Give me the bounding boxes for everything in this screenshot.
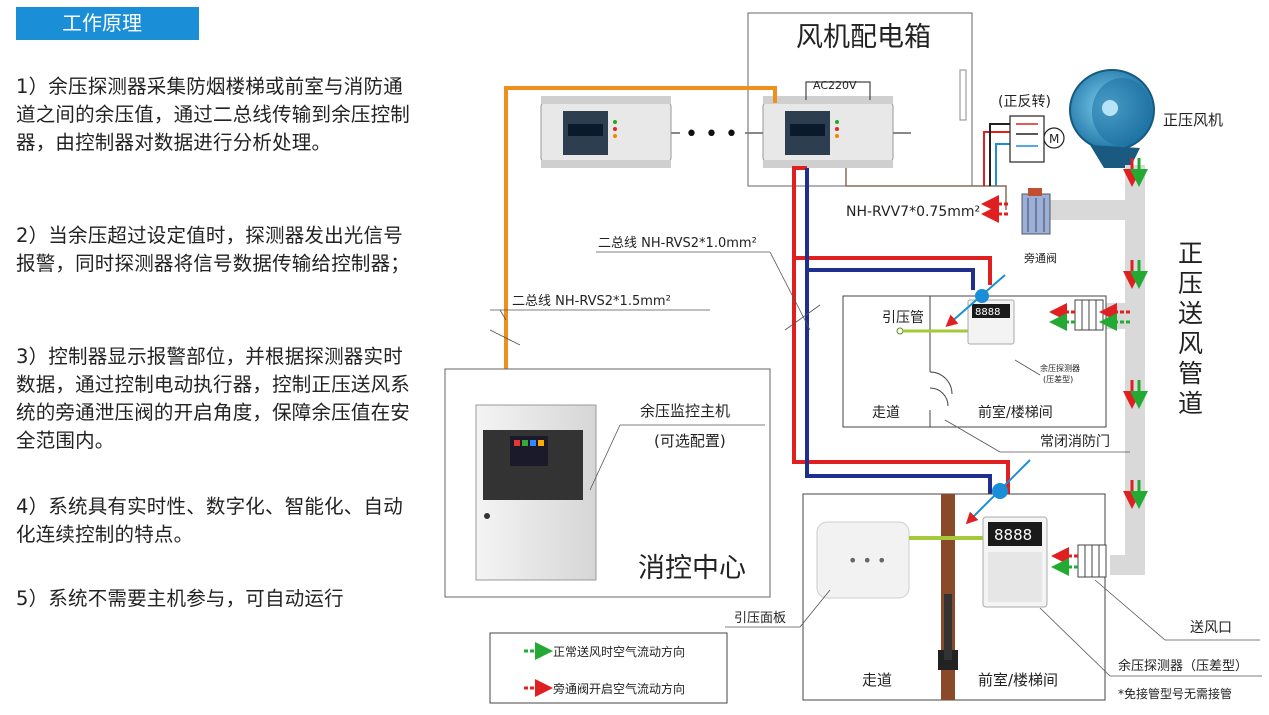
controller-right: [762, 96, 894, 168]
fan-box-title: 风机配电箱: [796, 22, 931, 53]
paragraph-1: 1）余压探测器采集防烟楼梯或前室与消防通道之间的余压值，通过二总线传输到余压控制…: [16, 75, 411, 154]
paragraph-2: 2）当余压超过设定值时，探测器发出光信号报警，同时探测器将信号数据传输给控制器；: [16, 224, 411, 275]
monitor-host-label: 余压监控主机: [640, 402, 730, 420]
monitor-optional-label: (可选配置): [654, 432, 726, 450]
paragraph-3: 3）控制器显示报警部位，并根据探测器实时数据，通过控制电动执行器，控制正压送风系…: [16, 345, 411, 452]
monitor-host-cabinet: [475, 404, 597, 581]
svg-text:管: 管: [1178, 359, 1203, 388]
svg-text:压: 压: [1178, 269, 1203, 298]
legend-item-normal: 正常送风时空气流动方向: [553, 644, 685, 659]
pressure-detector-upper: 8888: [967, 299, 1015, 345]
bypass-valve-label: 旁通阀: [1024, 251, 1057, 265]
svg-text:风: 风: [1178, 329, 1203, 358]
pressure-panel-label: 引压面板: [734, 611, 786, 626]
no-pipe-note: *免接管型号无需接管: [1118, 686, 1232, 701]
rvv-cable-label: NH-RVV7*0.75mm²: [846, 204, 980, 220]
positive-pressure-fan-icon: [1069, 69, 1155, 168]
motor-icon: [1043, 127, 1065, 149]
detector-small-type: (压差型): [1043, 374, 1073, 384]
svg-text:送: 送: [1178, 299, 1203, 328]
corridor-lower: 走道: [862, 671, 892, 689]
corridor-upper: 走道: [872, 405, 900, 421]
paragraph-4: 4）系统具有实时性、数字化、智能化、自动化连续控制的特点。: [16, 495, 403, 546]
bus-label-2: 二总线 NH-RVS2*1.5mm²: [512, 294, 671, 309]
detector-bottom-label: 余压探测器（压差型）: [1118, 658, 1248, 674]
svg-text:道: 道: [1178, 389, 1203, 418]
legend-box: [489, 632, 728, 704]
air-duct: [1110, 165, 1145, 575]
front-room-lower: 前室/楼梯间: [978, 671, 1058, 689]
reverse-switch-box: [1009, 115, 1045, 163]
reverse-label: (正反转): [998, 94, 1051, 110]
duct-flow-arrows: [981, 158, 1148, 509]
bus-label-1: 二总线 NH-RVS2*1.0mm²: [598, 236, 757, 251]
legend-item-bypass: 旁通阀开启空气流动方向: [553, 681, 685, 696]
paragraph-5: 5）系统不需要主机参与，可自动运行: [16, 587, 344, 610]
front-room-upper: 前室/楼梯间: [978, 404, 1053, 421]
detector-small-label: 余压探测器: [1040, 363, 1080, 373]
controller-left: [540, 96, 672, 168]
motor-label: M: [1049, 132, 1059, 146]
fire-door-label: 常闭消防门: [1040, 434, 1110, 450]
control-center-label: 消控中心: [638, 553, 746, 584]
pressure-detector-lower: 8888: [982, 516, 1048, 608]
display-digits-lower: 8888: [994, 526, 1032, 544]
display-digits-upper: 8888: [975, 307, 1000, 318]
pressure-pipe-label: 引压管: [882, 310, 924, 326]
svg-text:正: 正: [1178, 239, 1203, 268]
svg-text:• • •: • • •: [848, 551, 886, 570]
fan-label: 正压风机: [1163, 111, 1223, 129]
bypass-valve-icon: [1021, 188, 1051, 235]
box-handle: [959, 69, 967, 121]
duct-label: 正 压 送 风 管 道: [1178, 239, 1203, 418]
dots-ellipsis: • • •: [685, 122, 738, 147]
section-title: 工作原理: [16, 7, 199, 40]
ac-label: AC220V: [813, 79, 857, 92]
air-outlet-label: 送风口: [1190, 620, 1232, 636]
pressure-panel-icon: • • •: [816, 521, 910, 599]
